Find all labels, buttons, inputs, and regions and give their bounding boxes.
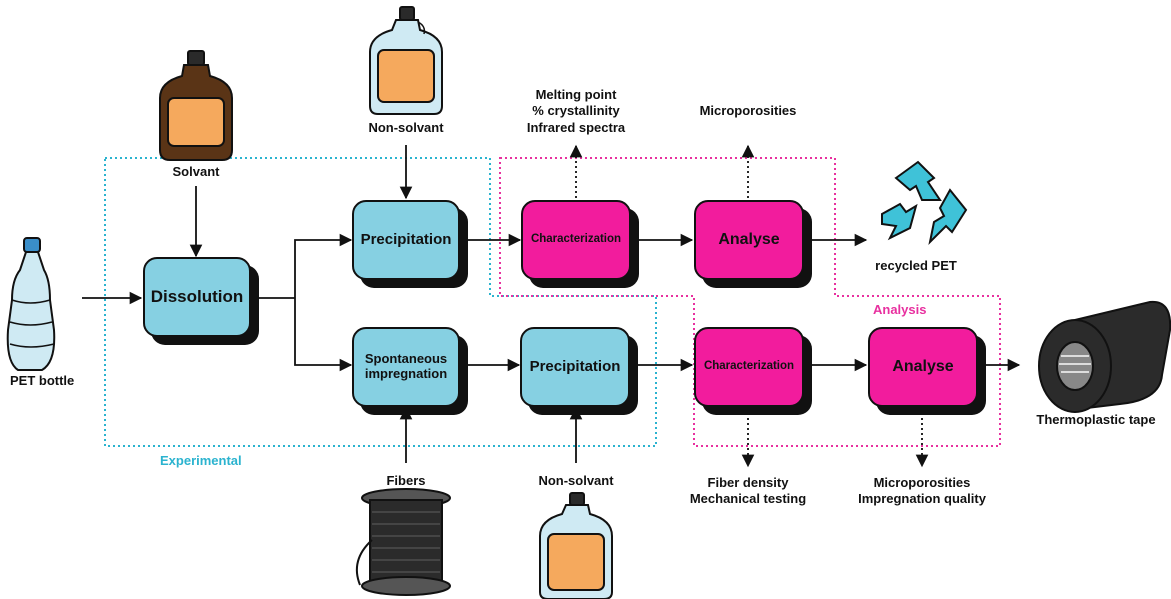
- thermoplastic-tape-label: Thermoplastic tape: [1036, 412, 1156, 427]
- precipitation-box-bottom: Precipitation: [520, 327, 630, 407]
- spontaneous-impregnation-label: Spontaneous impregnation: [364, 351, 448, 381]
- microporosities-bottom-text: Microporosities: [873, 475, 971, 490]
- dissolution-label: Dissolution: [150, 287, 244, 307]
- characterization-bottom-label: Characterization: [703, 360, 795, 373]
- fiber-spool-icon: [356, 488, 451, 596]
- precipitation-bottom-label: Precipitation: [529, 358, 621, 376]
- precipitation-box-top: Precipitation: [352, 200, 460, 280]
- thermoplastic-tape-icon: [1038, 300, 1171, 413]
- crystallinity-text: % crystallinity: [532, 103, 620, 119]
- analyse-top-outputs: Microporosities: [690, 103, 806, 119]
- analyse-bottom-label: Analyse: [892, 357, 954, 375]
- spontaneous-impregnation-box: Spontaneous impregnation: [352, 327, 460, 407]
- dissolution-box: Dissolution: [143, 257, 251, 337]
- pet-bottle-label: PET bottle: [10, 373, 75, 388]
- char-bottom-outputs: Fiber density Mechanical testing: [678, 475, 818, 508]
- solvant-bottle-icon: [159, 50, 233, 161]
- non-solvant-top-label: Non-solvant: [368, 120, 444, 135]
- precipitation-top-label: Precipitation: [360, 231, 452, 249]
- characterization-box-bottom: Characterization: [694, 327, 804, 407]
- char-top-outputs: Melting point % crystallinity Infrared s…: [506, 87, 646, 136]
- experimental-region-label: Experimental: [160, 453, 242, 468]
- microporosities-top-text: Microporosities: [699, 103, 797, 118]
- recycled-pet-label: recycled PET: [875, 258, 957, 273]
- infrared-spectra-text: Infrared spectra: [526, 119, 626, 135]
- recycle-icon: [881, 160, 968, 246]
- solvant-label: Solvant: [172, 164, 220, 179]
- non-solvant-bottom-label: Non-solvant: [538, 473, 614, 488]
- fibers-label: Fibers: [386, 473, 426, 488]
- experimental-region-border: [104, 157, 657, 447]
- non-solvant-bottle-icon: [369, 6, 443, 115]
- pet-bottle-icon: [6, 237, 56, 371]
- analysis-region-label: Analysis: [873, 302, 927, 317]
- analyse-bottom-outputs: Microporosities Impregnation quality: [852, 475, 992, 508]
- analyse-box-bottom: Analyse: [868, 327, 978, 407]
- characterization-box-top: Characterization: [521, 200, 631, 280]
- impregnation-quality-text: Impregnation quality: [858, 491, 986, 507]
- analyse-box-top: Analyse: [694, 200, 804, 280]
- arrow-to-precipitation-top: [294, 233, 353, 298]
- non-solvant-bottle-bottom-icon: [539, 492, 613, 599]
- analysis-region-border: [499, 157, 1001, 447]
- analyse-top-label: Analyse: [718, 230, 780, 248]
- arrow-to-impregnation: [294, 298, 353, 372]
- fiber-density-text: Fiber density: [707, 475, 789, 490]
- mechanical-testing-text: Mechanical testing: [689, 491, 807, 507]
- characterization-top-label: Characterization: [530, 233, 622, 246]
- melting-point-text: Melting point: [535, 87, 617, 102]
